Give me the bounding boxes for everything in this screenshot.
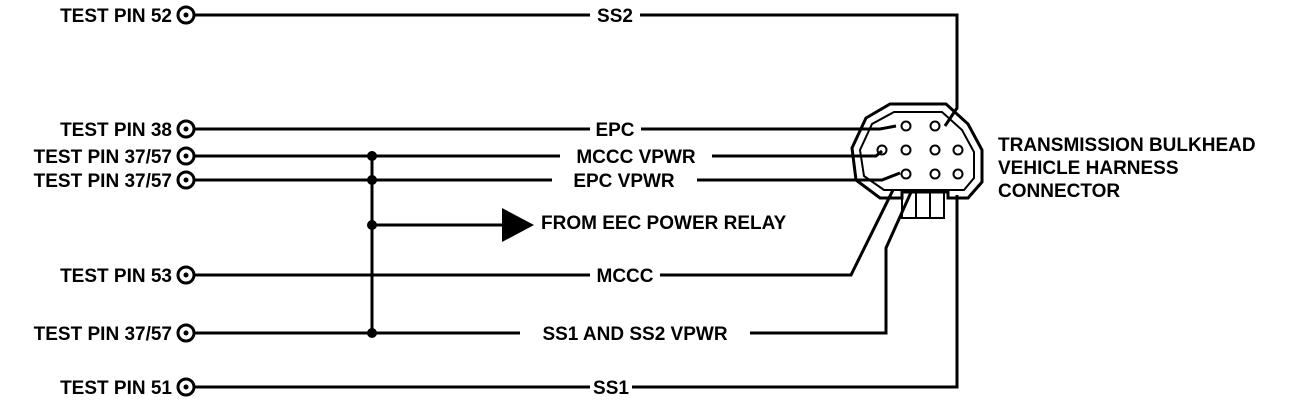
wire-epc-vpwr: [194, 171, 901, 182]
test-pin-52-label: TEST PIN 52: [60, 6, 172, 27]
wire-label-ss2: SS2: [597, 6, 633, 27]
splice-dot: [367, 328, 377, 338]
bulkhead-connector: [850, 102, 984, 219]
wire-label-epc: EPC: [595, 120, 634, 141]
connector-label-line-1: TRANSMISSION BULKHEAD: [998, 135, 1256, 156]
wire-mccc: [194, 189, 895, 277]
wire-label-mccc-vpwr: MCCC VPWR: [576, 147, 696, 168]
wire-ss1-ss2-vpwr: [194, 189, 914, 335]
test-pin-37-57-c-label: TEST PIN 37/57: [34, 324, 172, 345]
splice-dot: [367, 175, 377, 185]
test-pin-37-57-a-label: TEST PIN 37/57: [34, 147, 172, 168]
test-pin-37-57-c-terminal: [176, 323, 196, 343]
power-relay-label: FROM EEC POWER RELAY: [541, 213, 787, 234]
test-pin-37-57-b-terminal: [176, 170, 196, 190]
connector-label-line-2: VEHICLE HARNESS: [998, 158, 1179, 179]
wire-ss1: [194, 195, 959, 389]
wire-label-epc-vpwr: EPC VPWR: [573, 171, 675, 192]
test-pin-51-terminal: [176, 377, 196, 397]
test-pin-37-57-a-terminal: [176, 146, 196, 166]
wire-label-ss1-ss2-vpwr: SS1 AND SS2 VPWR: [542, 324, 727, 345]
wire-label-ss1: SS1: [593, 378, 629, 399]
test-pin-51-label: TEST PIN 51: [60, 378, 172, 399]
connector-label-line-3: CONNECTOR: [998, 181, 1120, 202]
wire-mccc-vpwr: [194, 149, 883, 158]
test-pin-38-terminal: [176, 119, 196, 139]
wire-ss2: [194, 13, 959, 127]
test-pin-37-57-b-label: TEST PIN 37/57: [34, 171, 172, 192]
test-pin-53-label: TEST PIN 53: [60, 266, 172, 287]
wire-epc: [194, 124, 897, 131]
test-pin-53-terminal: [176, 265, 196, 285]
wire-label-mccc: MCCC: [597, 266, 654, 287]
test-pin-38-label: TEST PIN 38: [60, 120, 172, 141]
splice-dot: [367, 151, 377, 161]
test-pin-52-terminal: [176, 5, 196, 25]
arrow-right-icon: [502, 208, 534, 242]
